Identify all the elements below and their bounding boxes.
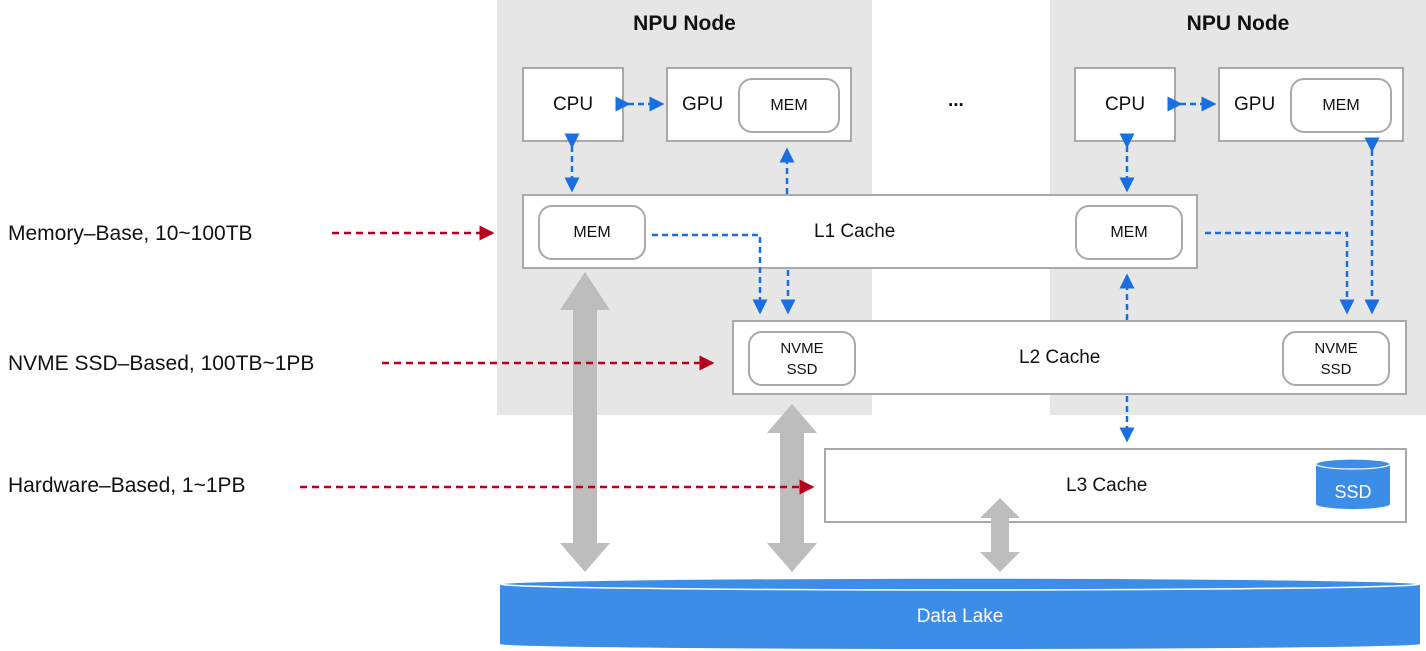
l3-cache[interactable]: L3 Cache: [824, 448, 1407, 523]
gpu-mem-2-label: MEM: [1322, 96, 1360, 114]
cpu-label-1: CPU: [552, 93, 594, 115]
gpu-label-1: GPU: [682, 94, 724, 115]
data-lake[interactable]: Data Lake: [499, 577, 1421, 649]
ellipsis: ...: [948, 90, 964, 111]
gpu-label-2: GPU: [1234, 94, 1276, 115]
l2-cache[interactable]: NVME SSD L2 Cache NVME SSD: [732, 320, 1407, 395]
gpu-box-2[interactable]: GPU MEM: [1218, 67, 1404, 142]
l2-nvme-ssd-right[interactable]: NVME SSD: [1282, 331, 1390, 386]
gpu-mem-2[interactable]: MEM: [1290, 78, 1392, 133]
gpu-box-1[interactable]: GPU MEM: [666, 67, 852, 142]
npu-node-1-title: NPU Node: [633, 12, 736, 35]
cpu-box-2[interactable]: CPU: [1074, 67, 1176, 142]
cpu-box-1[interactable]: CPU: [522, 67, 624, 142]
l2-ssd-left-line1: NVME: [780, 339, 824, 357]
tier-label-memory: Memory–Base, 10~100TB: [8, 222, 253, 245]
l1-cache[interactable]: MEM L1 Cache MEM: [522, 194, 1198, 269]
tier-label-nvme: NVME SSD–Based, 100TB~1PB: [8, 352, 315, 375]
l2-cache-label: L2 Cache: [1019, 347, 1101, 368]
l2-nvme-ssd-left[interactable]: NVME SSD: [748, 331, 856, 386]
cpu-label-2: CPU: [1104, 93, 1146, 115]
data-lake-label: Data Lake: [917, 606, 1004, 627]
l1-mem-left-label: MEM: [573, 223, 611, 241]
l2-ssd-right-line1: NVME: [1314, 339, 1358, 357]
l3-cache-label: L3 Cache: [1066, 475, 1148, 496]
gray-arrow-l2-lake: [767, 404, 817, 572]
l2-ssd-left-line2: SSD: [786, 360, 818, 378]
gpu-mem-1-label: MEM: [770, 96, 808, 114]
l2-ssd-right-line2: SSD: [1320, 360, 1352, 378]
npu-node-2-title: NPU Node: [1186, 12, 1290, 35]
tier-label-hardware: Hardware–Based, 1~1PB: [8, 474, 246, 497]
gpu-mem-1[interactable]: MEM: [738, 78, 840, 133]
l1-mem-right[interactable]: MEM: [1075, 205, 1183, 260]
l1-mem-left[interactable]: MEM: [538, 205, 646, 260]
l1-mem-right-label: MEM: [1110, 223, 1148, 241]
l1-cache-label: L1 Cache: [814, 221, 896, 242]
